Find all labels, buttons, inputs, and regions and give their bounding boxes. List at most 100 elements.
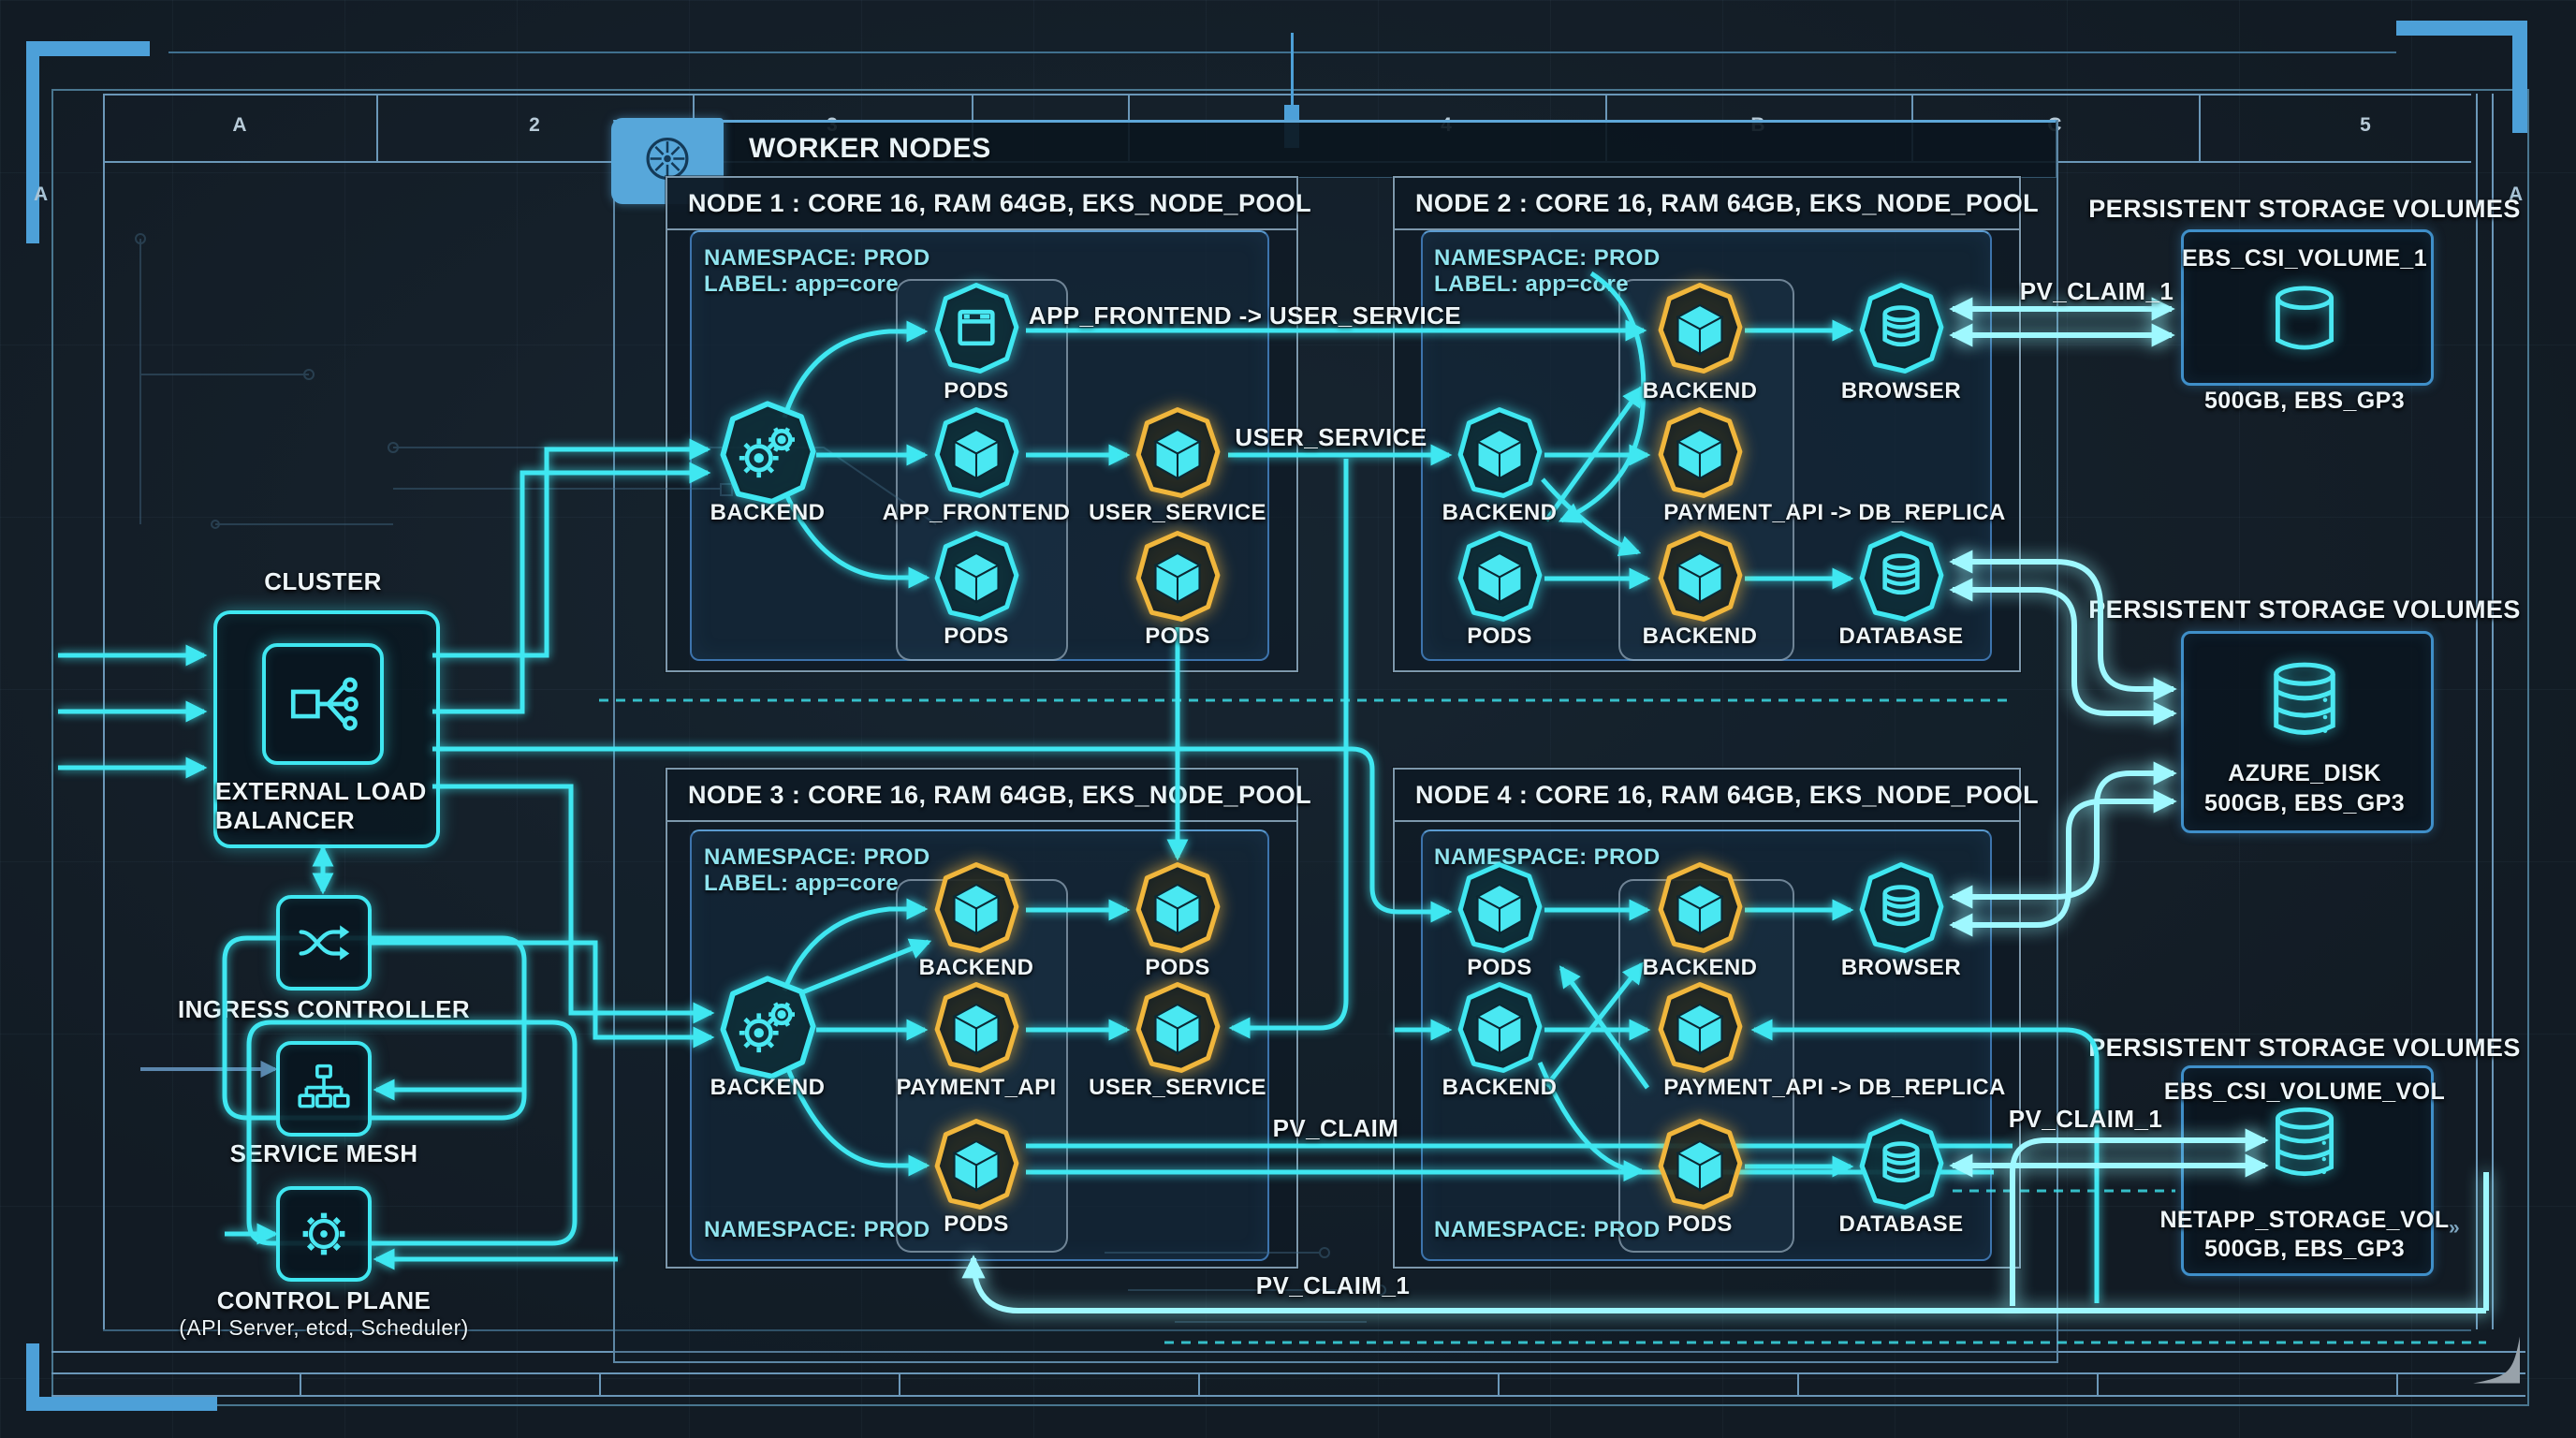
node-3-header: NODE 3 : CORE 16, RAM 64GB, EKS_NODE_POO… xyxy=(667,770,1311,822)
blueprint-frame xyxy=(51,89,2529,1406)
pod-label: PODS xyxy=(1145,624,1210,649)
bottom-tick xyxy=(899,1372,900,1395)
node-4-title: NODE 4 : CORE 16, RAM 64GB, EKS_NODE_POO… xyxy=(1415,781,2040,809)
route-user-label: USER_SERVICE xyxy=(1235,423,1427,451)
pods-pod-icon xyxy=(1654,1117,1746,1217)
pod-label: BACKEND xyxy=(1442,1075,1558,1100)
ruler-col-5: 5 xyxy=(2360,114,2371,136)
pod-label: PAYMENT_API xyxy=(896,1075,1057,1100)
storage-3-name2: NETAPP_STORAGE_VOL xyxy=(2159,1207,2450,1233)
node-4-namespace: NAMESPACE: PROD xyxy=(1434,844,1661,870)
storage-1-name: EBS_CSI_VOLUME_1 xyxy=(2181,245,2428,271)
pod-label: BACKEND xyxy=(918,955,1034,980)
ruler-tick xyxy=(2199,94,2201,161)
pv-claim-bottom-label: PV_CLAIM_1 xyxy=(1255,1271,1411,1299)
ruler-band-top xyxy=(103,94,2471,95)
storage-2-spec: 500GB, EBS_GP3 xyxy=(2203,790,2406,816)
pod-label: PODS xyxy=(944,624,1009,649)
pod-label: DATABASE xyxy=(1838,1211,1964,1237)
backend-gears-icon xyxy=(715,974,820,1087)
pod-label: PODS xyxy=(944,1211,1009,1237)
payment-api-pod-icon xyxy=(1654,405,1746,506)
node-3-namespace: NAMESPACE: PROD xyxy=(704,844,930,870)
pods-pod-icon xyxy=(930,1117,1022,1217)
ruler-line xyxy=(168,51,2396,53)
bottom-tick xyxy=(1797,1372,1799,1395)
border-right-inner xyxy=(2476,94,2478,1329)
pod-label: PODS xyxy=(1145,955,1210,980)
node-1-title: NODE 1 : CORE 16, RAM 64GB, EKS_NODE_POO… xyxy=(688,189,1312,217)
browser-db-icon xyxy=(1855,281,1947,381)
node-2-namespace: NAMESPACE: PROD xyxy=(1434,245,1661,271)
corner-accent-bl-v xyxy=(26,1343,39,1411)
pod-label: APP_FRONTEND xyxy=(882,500,1071,525)
bottom-line xyxy=(103,1329,2471,1331)
pv-claim-top-label: PV_CLAIM_1 xyxy=(2019,277,2174,305)
load-balancer-icon xyxy=(262,643,384,765)
node-3-title: NODE 3 : CORE 16, RAM 64GB, EKS_NODE_POO… xyxy=(688,781,1312,809)
node-2-header: NODE 2 : CORE 16, RAM 64GB, EKS_NODE_POO… xyxy=(1395,178,2039,230)
pod-label: BACKEND xyxy=(1642,624,1758,649)
storage-1-spec: 500GB, EBS_GP3 xyxy=(2203,388,2406,414)
bright-wires xyxy=(961,297,2489,1313)
dashed-wires xyxy=(599,698,2486,1344)
pod-label: BACKEND xyxy=(710,1075,826,1100)
pod-label: BACKEND xyxy=(1642,955,1758,980)
pod-label: PODS xyxy=(1667,1211,1733,1237)
node-3-label: LABEL: app=core xyxy=(704,871,900,896)
pod-label: BROWSER xyxy=(1840,378,1962,404)
volume-stack-icon xyxy=(2253,651,2356,758)
service-mesh-label: SERVICE MESH xyxy=(229,1139,418,1167)
ruler-row-left: A xyxy=(34,183,49,205)
backend-pod-icon xyxy=(1654,281,1746,381)
control-plane-gear-icon xyxy=(276,1186,372,1282)
ruler-row-right: A xyxy=(2509,183,2524,205)
payment-api-pod-icon xyxy=(1654,980,1746,1080)
pod-label: BACKEND xyxy=(710,500,826,525)
database-icon xyxy=(1855,529,1947,629)
pods-pod-icon xyxy=(1132,529,1223,629)
pod-label: DATABASE xyxy=(1838,624,1964,649)
pod-label: PODS xyxy=(1467,624,1532,649)
cyan-wires xyxy=(58,271,2100,1303)
node-3-namespace-bottom: NAMESPACE: PROD xyxy=(704,1217,930,1242)
app-frontend-pod-icon xyxy=(930,405,1022,506)
corner-accent-tr xyxy=(2396,21,2527,36)
pod-label: BACKEND xyxy=(1642,378,1758,404)
bottom-tick xyxy=(599,1372,601,1395)
worker-nodes-header xyxy=(613,120,2056,178)
ruler-col-2: 2 xyxy=(529,114,540,136)
node-1-namespace: NAMESPACE: PROD xyxy=(704,245,930,271)
pods-browser-icon xyxy=(930,281,1022,381)
bottom-band-1 xyxy=(51,1351,2525,1353)
backend-gears-icon xyxy=(715,399,820,512)
pods-pod-icon xyxy=(1132,860,1223,961)
volume-cylinder-icon xyxy=(2256,272,2353,374)
corner-accent-tl xyxy=(26,41,150,56)
corner-accent-tr-v xyxy=(2512,21,2527,133)
node-1-label: LABEL: app=core xyxy=(704,271,900,297)
node-4-namespace-bottom: NAMESPACE: PROD xyxy=(1434,1217,1661,1242)
control-plane-label: CONTROL PLANE xyxy=(216,1286,432,1314)
payment-api-pod-icon xyxy=(930,980,1022,1080)
circuit-decorations xyxy=(135,233,1386,1323)
node-1-header: NODE 1 : CORE 16, RAM 64GB, EKS_NODE_POO… xyxy=(667,178,1311,230)
pod-label: USER_SERVICE xyxy=(1089,500,1266,525)
storage-3-spec: 500GB, EBS_GP3 xyxy=(2203,1236,2406,1262)
corner-accent-tl-v xyxy=(26,41,39,243)
node-2-title: NODE 2 : CORE 16, RAM 64GB, EKS_NODE_POO… xyxy=(1415,189,2040,217)
bottom-tick xyxy=(300,1372,301,1395)
pods-pod-icon xyxy=(1454,860,1545,961)
backend-pod-icon xyxy=(1654,529,1746,629)
node-4-header: NODE 4 : CORE 16, RAM 64GB, EKS_NODE_POO… xyxy=(1395,770,2039,822)
pod-label: PODS xyxy=(944,378,1009,404)
storage-3-title: PERSISTENT STORAGE VOLUMES xyxy=(2088,1034,2521,1062)
control-plane-sub: (API Server, etcd, Scheduler) xyxy=(179,1315,469,1340)
bottom-band-2 xyxy=(51,1372,2525,1374)
pv-claim-mid-label: PV_CLAIM xyxy=(1272,1114,1399,1142)
pods-pod-icon xyxy=(930,529,1022,629)
ingress-shuffle-icon xyxy=(276,895,372,990)
backend-pod-icon xyxy=(1454,980,1545,1080)
pods-pod-icon xyxy=(1454,529,1545,629)
